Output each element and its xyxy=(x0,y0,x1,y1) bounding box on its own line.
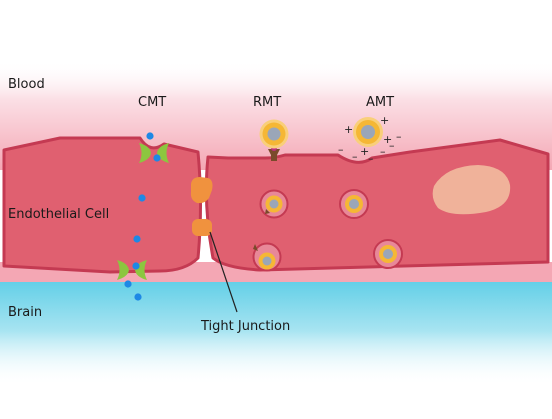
mechanism-label-rmt: RMT xyxy=(253,95,282,110)
region-label-blood: Blood xyxy=(8,77,45,92)
charge-negative: – xyxy=(380,145,386,158)
tight-junction-leader xyxy=(209,231,238,313)
charge-negative: – xyxy=(352,150,358,163)
solute-dot xyxy=(133,235,141,243)
solute-dot xyxy=(146,132,154,140)
tight-junction-label: Tight Junction xyxy=(201,319,291,334)
transcytosis-vesicle xyxy=(252,242,282,272)
solute-dot xyxy=(153,154,161,162)
charge-negative: – xyxy=(396,130,402,143)
region-label-brain: Brain xyxy=(8,305,43,320)
brain-region xyxy=(0,276,552,386)
solute-dot xyxy=(138,194,146,202)
mechanism-label-cmt: CMT xyxy=(138,95,167,110)
charge-negative: – xyxy=(368,152,374,165)
transcytosis-vesicle xyxy=(339,189,369,219)
tight-junction-protein-bottom xyxy=(192,219,212,236)
transcytosis-vesicle xyxy=(259,189,289,219)
tight-junction-protein-top xyxy=(190,177,213,204)
solute-dot xyxy=(124,280,132,288)
solute-dot xyxy=(134,293,142,301)
transcytosis-vesicle xyxy=(373,239,403,269)
nanoparticle-rmt xyxy=(259,119,289,149)
charge-negative: – xyxy=(389,139,395,152)
mechanism-label-amt: AMT xyxy=(366,95,395,110)
charge-positive: + xyxy=(344,123,353,136)
region-label-endothelial: Endothelial Cell xyxy=(8,207,110,222)
charge-positive: + xyxy=(360,145,369,158)
cell-nucleus xyxy=(432,165,511,215)
nanoparticle-amt xyxy=(353,117,383,147)
endothelial-cell-left xyxy=(2,136,202,274)
solute-dot xyxy=(132,262,140,270)
charge-negative: – xyxy=(338,143,344,156)
charge-positive: + xyxy=(380,114,389,127)
charge-positive: + xyxy=(383,133,392,146)
